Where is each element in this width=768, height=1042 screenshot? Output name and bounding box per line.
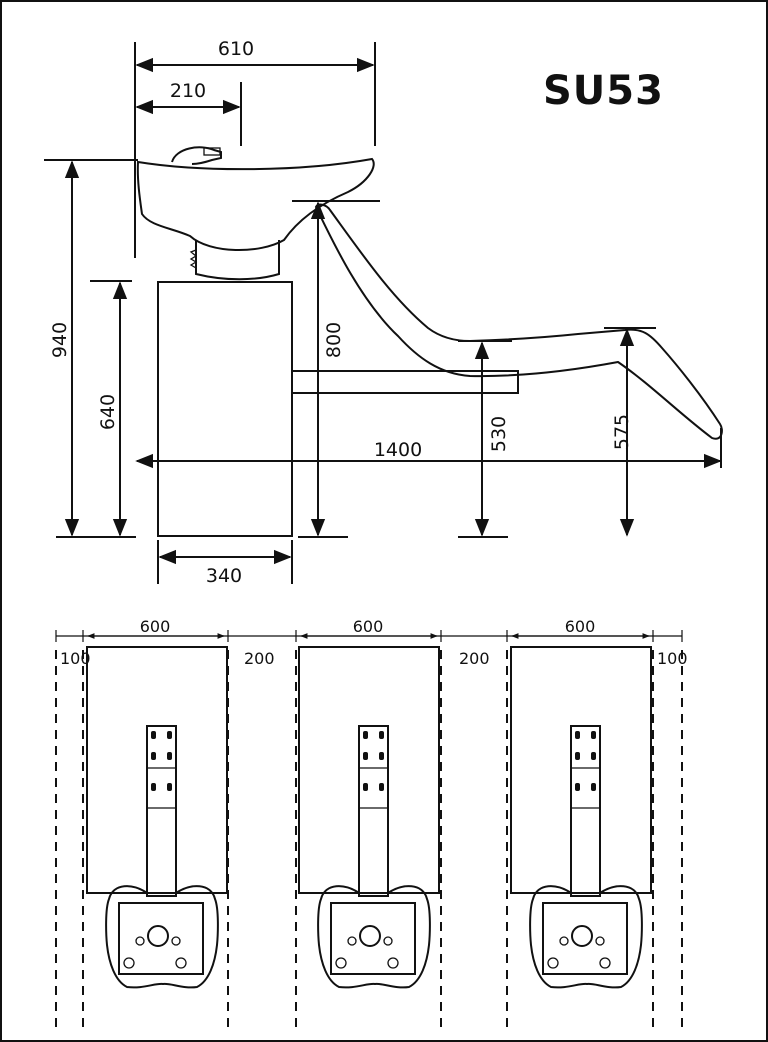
dim-label-575: 575 xyxy=(611,414,633,450)
plan-unit-1 xyxy=(86,646,228,989)
bowl-pedestal xyxy=(195,240,280,281)
faucet-handle xyxy=(203,147,221,156)
dim-label-1400: 1400 xyxy=(374,439,422,461)
dim-label-340: 340 xyxy=(206,565,242,587)
plan-unit-3 xyxy=(510,646,652,989)
dim-label-210: 210 xyxy=(170,80,206,102)
cabinet xyxy=(157,281,293,537)
dim-label-940: 940 xyxy=(49,322,71,358)
plan-margin-label: 100 xyxy=(657,649,688,668)
side-view: 610 210 940 640 800 1400 530 575 340 xyxy=(44,38,723,587)
dim-label-530: 530 xyxy=(488,416,510,452)
seat-frame xyxy=(291,370,519,394)
chair-body-outline xyxy=(314,203,723,440)
plan-unit-2 xyxy=(298,646,440,989)
plan-gap-label: 200 xyxy=(244,649,275,668)
dim-label-800: 800 xyxy=(323,322,345,358)
plan-gap-label: 200 xyxy=(459,649,490,668)
model-label: SU53 xyxy=(543,68,664,114)
dim-label-610: 610 xyxy=(218,38,254,60)
plan-dimension-line xyxy=(55,630,683,642)
pedestal-thread xyxy=(189,249,198,269)
plan-width-label: 600 xyxy=(140,617,171,636)
faucet-icon xyxy=(171,146,222,165)
plan-width-label: 600 xyxy=(353,617,384,636)
plan-margin-label: 100 xyxy=(60,649,91,668)
washbasin-bowl xyxy=(136,157,375,252)
dim-label-640: 640 xyxy=(97,394,119,430)
plan-width-label: 600 xyxy=(565,617,596,636)
plan-view: 600 600 600 100 200 200 100 xyxy=(55,617,688,1030)
